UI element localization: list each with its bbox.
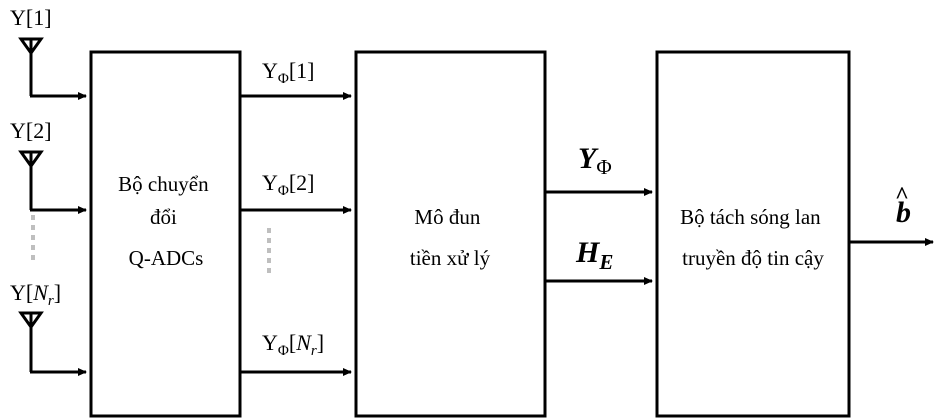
output-b-hat-label: b — [896, 196, 911, 229]
antenna-1 — [18, 37, 87, 100]
detector-block-label: Bộ tách sóng lan truyền độ tin cậy — [680, 205, 826, 270]
antenna-2-label: Y[2] — [10, 118, 52, 143]
preprocessing-block-label: Mô đun tiền xử lý — [410, 205, 491, 270]
antenna-2 — [18, 150, 87, 214]
antenna-nr-label: Y[Nr] — [10, 280, 61, 309]
output-hat-symbol: ^ — [895, 183, 909, 209]
detector-block — [655, 50, 851, 418]
signal-yn-label: YΦ[Nr] — [262, 330, 324, 359]
antenna-nr — [18, 311, 87, 376]
preprocessing-block — [354, 50, 547, 418]
signal-y1-label: YΦ[1] — [262, 58, 315, 87]
signal-y-phi-label: YΦ — [578, 142, 612, 179]
signal-h-e-label: HE — [575, 236, 613, 274]
adc-block-label: Bộ chuyển đổi Q-ADCs — [118, 172, 214, 270]
antenna-1-label: Y[1] — [10, 5, 52, 30]
signal-y2-label: YΦ[2] — [262, 170, 315, 199]
adc-block — [89, 50, 242, 418]
